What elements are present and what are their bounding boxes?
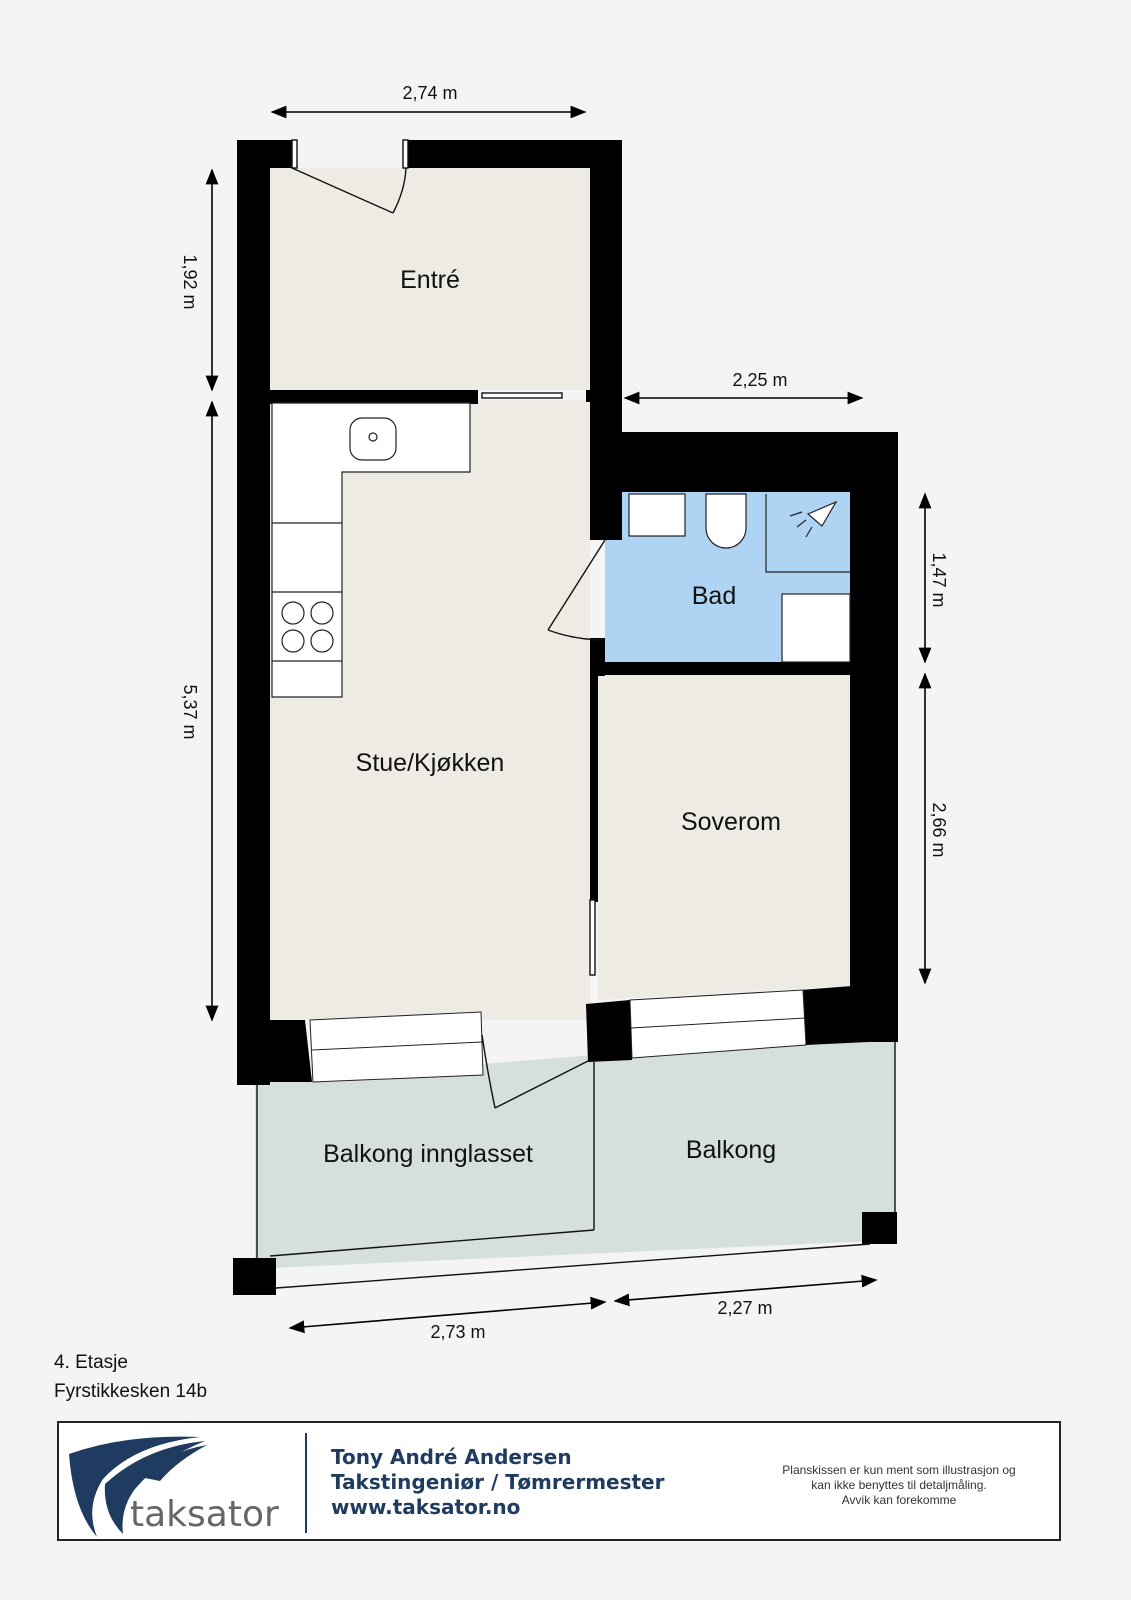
room-label-stue: Stue/Kjøkken [356,749,505,777]
washbasin-icon [628,493,686,537]
contact-website[interactable]: www.taksator.no [331,1495,521,1519]
dim-entre-height: 1,92 m [180,254,200,309]
toilet-icon [705,493,747,549]
dim-bad-width: 2,25 m [732,370,787,390]
dim-bad-height: 1,47 m [929,552,949,607]
dim-soverom-height: 2,66 m [929,802,949,857]
room-label-soverom: Soverom [681,808,781,836]
floor-balcony [255,1035,895,1268]
disclaimer-line: Avvik kan forekomme [841,1493,957,1507]
floor-plan: 2,74 m 1,92 m 5,37 m 2,25 m 1,47 m 2,66 … [180,83,949,1342]
footer-divider [305,1433,307,1533]
dim-balkong-width: 2,27 m [717,1298,772,1318]
dim-balkong-innglasset-width: 2,73 m [430,1322,485,1342]
room-label-balkong-innglasset: Balkong innglasset [323,1140,533,1168]
disclaimer: Planskissen er kun ment som illustrasjon… [749,1463,1049,1508]
taksator-logo-icon: taksator [69,1436,279,1537]
contact-block: Tony André Andersen Takstingeniør / Tømr… [331,1445,665,1520]
dim-stue-height: 5,37 m [180,684,200,739]
floor-soverom [598,675,862,1000]
contact-name: Tony André Andersen [331,1445,572,1469]
room-label-balkong: Balkong [686,1136,776,1164]
address: Fyrstikkesken 14b [54,1381,208,1402]
dimension-lines [205,105,932,1334]
washer-icon [781,593,851,663]
footer-banner: taksator Tony André Andersen Takstingeni… [57,1421,1061,1541]
dim-top-width: 2,74 m [402,83,457,103]
floor-entre [270,168,590,390]
dimension-labels: 2,74 m 1,92 m 5,37 m 2,25 m 1,47 m 2,66 … [180,83,949,1342]
contact-title: Takstingeniør / Tømrermester [331,1470,665,1494]
kitchen-counter [271,402,471,698]
bath-fixtures [628,493,851,663]
logo-text: taksator [130,1494,279,1535]
room-label-bad: Bad [692,582,736,610]
disclaimer-line: Planskissen er kun ment som illustrasjon… [782,1463,1016,1477]
shower-head-icon [806,500,838,527]
walls [233,140,898,1295]
room-labels: Entré Stue/Kjøkken Bad Soverom Balkong i… [323,266,781,1168]
room-floors [255,168,895,1268]
room-label-entre: Entré [400,266,460,294]
disclaimer-line: kan ikke benyttes til detaljmåling. [811,1478,987,1492]
stove-burner-icon [281,601,305,625]
floor-level: 4. Etasje [54,1352,128,1373]
windows [309,989,807,1083]
doors [256,139,896,1289]
